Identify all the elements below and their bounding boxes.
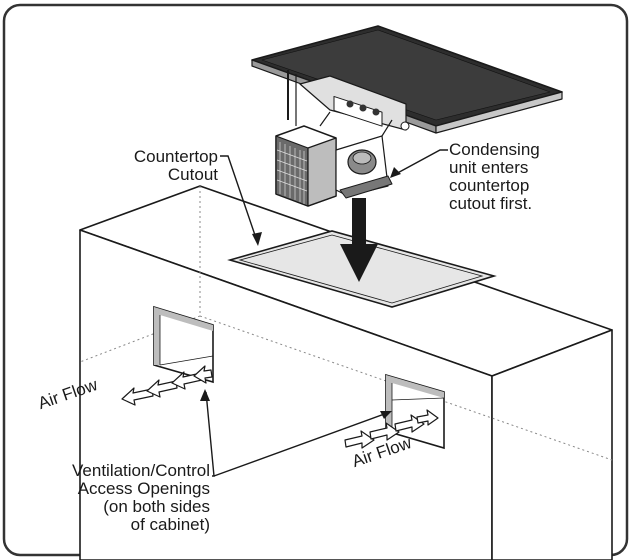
left-airflow-arrows <box>121 365 213 406</box>
right-airflow-arrows <box>344 409 439 449</box>
insert-direction-arrow <box>340 198 378 282</box>
drop-in-unit <box>251 25 563 207</box>
cabinet-front-face <box>79 229 493 560</box>
leader-countertop-cutout <box>220 155 259 245</box>
label-condensing-unit: Condensing unit enters countertop cutout… <box>449 140 540 213</box>
label-ventilation-openings: Ventilation/Control Access Openings (on … <box>72 461 210 534</box>
leader-condensing-unit <box>391 149 448 177</box>
leader-right-opening <box>213 411 391 477</box>
label-countertop-cutout: Countertop Cutout <box>133 147 218 184</box>
leader-arrowheads <box>200 167 401 419</box>
cabinet-side-face <box>491 329 613 560</box>
left-ventilation-opening <box>153 305 214 384</box>
leader-lines <box>205 149 448 477</box>
